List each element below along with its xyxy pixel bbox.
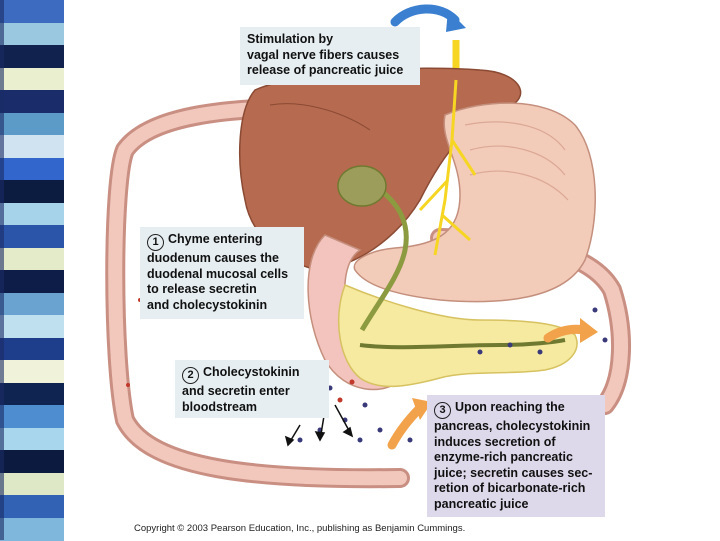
blue-arrow — [390, 4, 460, 27]
strip-tile — [0, 22, 64, 46]
callout-line: juice; secretin causes sec- — [434, 465, 593, 480]
decorative-tile-strip — [0, 0, 64, 541]
callout-line: duodenum causes the — [147, 251, 279, 265]
gallbladder — [337, 165, 387, 207]
callout-line: enzyme-rich pancreatic — [434, 450, 573, 464]
strip-tile — [0, 180, 64, 203]
step-number-badge: 3 — [434, 402, 451, 419]
digestive-illustration — [105, 4, 631, 489]
callout-line: and cholecystokinin — [147, 297, 268, 312]
strip-tile — [0, 112, 64, 136]
strip-tile — [0, 157, 64, 181]
strip-tile — [0, 0, 64, 23]
strip-tile — [0, 517, 64, 541]
strip-tile — [0, 225, 64, 248]
callout-line: release of pancreatic juice — [247, 63, 404, 77]
strip-tile — [0, 270, 64, 293]
strip-tile — [0, 495, 64, 518]
nerve-branches — [418, 79, 477, 256]
bile-duct — [359, 188, 409, 332]
strip-tile — [0, 202, 64, 226]
step-number-badge: 1 — [147, 234, 164, 251]
strip-edge — [0, 0, 4, 540]
strip-tile — [0, 292, 64, 316]
callout-line: duodenal mucosal cells — [147, 266, 289, 281]
callout-line: vagal nerve fibers causes — [247, 47, 400, 62]
callout-line: bloodstream — [182, 399, 258, 414]
strip-tile — [0, 45, 64, 68]
strip-tile — [0, 135, 64, 158]
strip-tile — [0, 382, 64, 406]
strip-tile — [0, 472, 64, 496]
strip-tile — [0, 337, 64, 361]
strip-tile — [0, 405, 64, 428]
pancreas — [337, 284, 578, 388]
strip-tile — [0, 90, 64, 113]
strip-tile — [0, 247, 64, 271]
callout-line: pancreas, cholecystokinin — [434, 419, 591, 433]
copyright-notice: Copyright © 2003 Pearson Education, Inc.… — [134, 523, 466, 534]
strip-tile — [0, 450, 64, 473]
callout-line: induces secretion of — [434, 434, 556, 449]
orange-arrow-lower — [387, 403, 425, 450]
strip-tile — [0, 427, 64, 451]
strip-tile — [0, 360, 64, 383]
callout-line: to release secretin — [147, 282, 257, 296]
stomach — [353, 102, 596, 303]
strip-tile — [0, 67, 64, 91]
callout-line: pancreatic juice — [434, 496, 529, 511]
callout-line: Stimulation by — [247, 32, 334, 46]
strip-tile — [0, 315, 64, 338]
step-number-badge: 2 — [182, 367, 199, 384]
callout-line: and secretin enter — [182, 384, 290, 398]
callout-line: retion of bicarbonate-rich — [434, 481, 586, 495]
